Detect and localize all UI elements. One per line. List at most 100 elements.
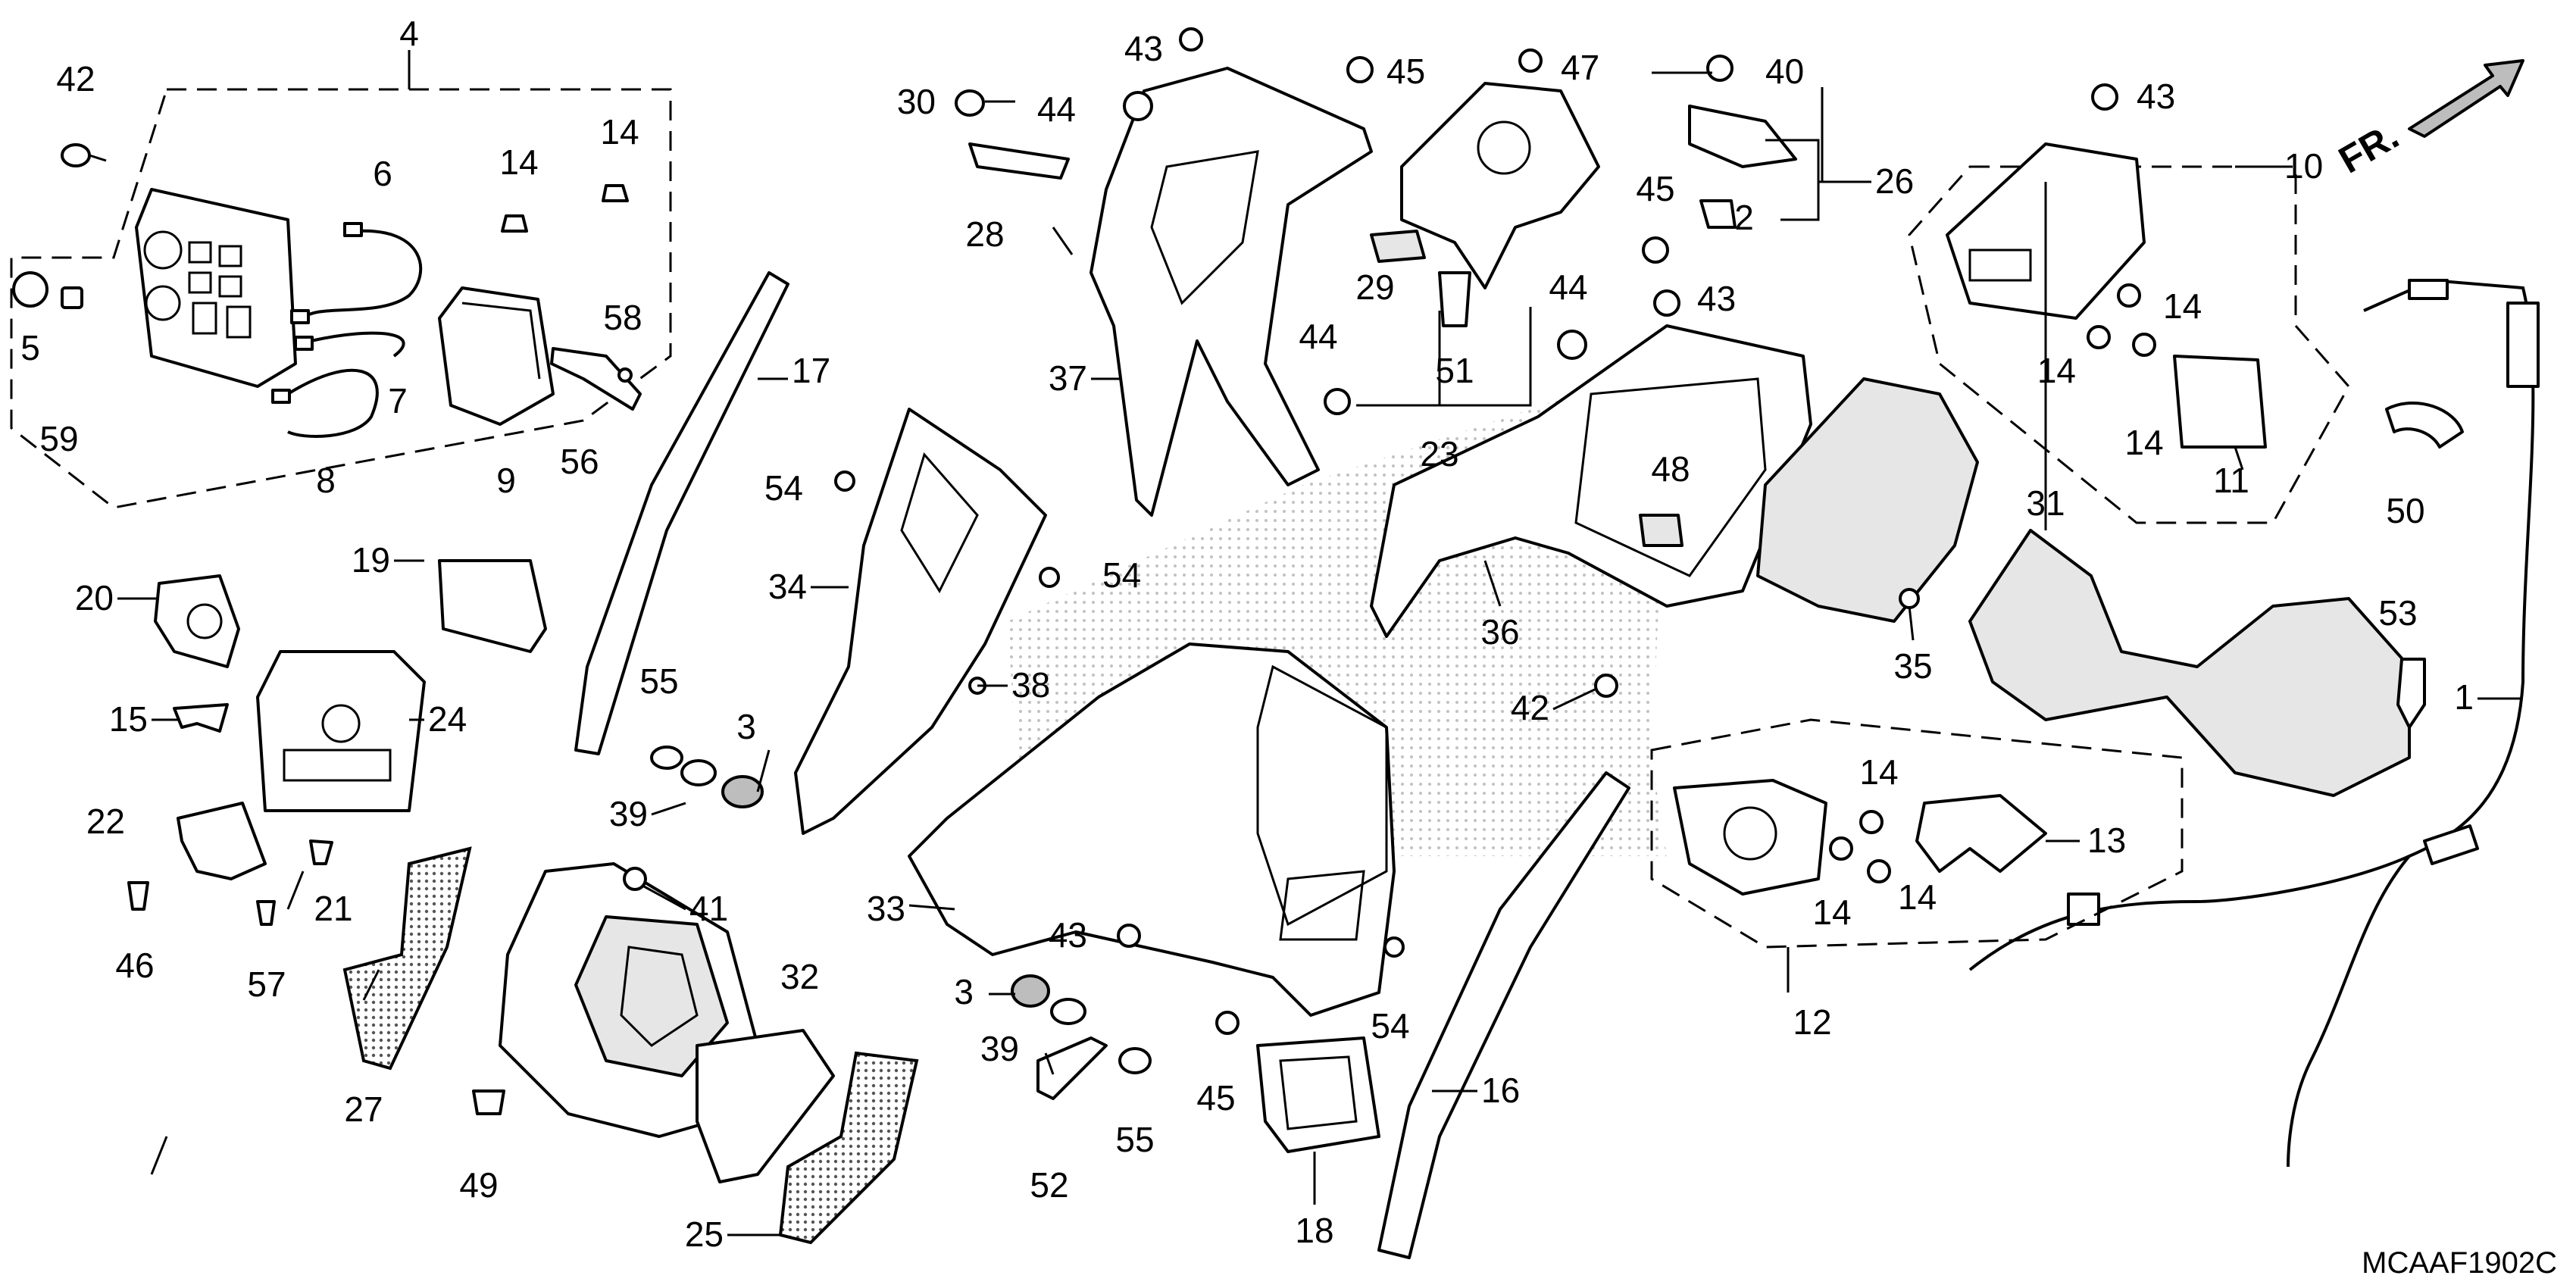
callout-43-b: 43 — [2137, 77, 2175, 116]
kit-12 — [1650, 718, 2184, 949]
callout-44-a: 44 — [1037, 89, 1076, 129]
wire-harness-parts — [271, 222, 423, 438]
callout-20: 20 — [75, 578, 114, 617]
switch-panel-part — [135, 188, 297, 388]
callout-12: 12 — [1793, 1002, 1831, 1042]
clip-14-pair — [501, 184, 629, 233]
callout-6: 6 — [373, 154, 392, 193]
fastener-53 — [2396, 658, 2426, 729]
callout-47: 47 — [1561, 48, 1599, 87]
callout-14-c: 14 — [2163, 286, 2202, 326]
callout-13: 13 — [2087, 821, 2126, 860]
bolt-44-top — [1123, 91, 1153, 121]
callout-10: 10 — [2284, 146, 2323, 186]
callout-14-g: 14 — [1812, 893, 1851, 932]
callout-32: 32 — [780, 957, 819, 996]
callout-49: 49 — [459, 1165, 498, 1205]
callout-45-c: 45 — [1196, 1078, 1235, 1118]
panel-37 — [1089, 67, 1373, 517]
callout-22: 22 — [86, 802, 125, 841]
vent-19 — [438, 559, 547, 653]
callout-45-b: 45 — [1636, 169, 1674, 208]
switch-unit-9 — [438, 286, 555, 426]
bolt-54-b — [1039, 567, 1060, 588]
callout-3-b: 3 — [954, 972, 974, 1011]
callout-40: 40 — [1765, 52, 1804, 91]
callout-11: 11 — [2213, 461, 2249, 500]
callout-23: 23 — [1420, 434, 1458, 474]
center-panel-33 — [908, 642, 1396, 1017]
callout-27: 27 — [344, 1089, 383, 1129]
screw-57 — [256, 900, 276, 926]
fastener-49 — [472, 1089, 505, 1115]
callout-45-a: 45 — [1386, 52, 1425, 91]
callout-14-h: 14 — [1898, 877, 1937, 917]
callout-41: 41 — [689, 889, 728, 928]
callout-3-a: 3 — [736, 707, 756, 746]
bolt-42-left — [61, 143, 107, 167]
callout-59: 59 — [39, 419, 78, 458]
callout-43-c: 43 — [1697, 279, 1736, 318]
callout-53: 53 — [2378, 593, 2417, 633]
bolt-47 — [1518, 48, 1543, 73]
callout-38: 38 — [1011, 665, 1050, 705]
callout-labels: 1 2 3 3 4 5 59 6 7 8 9 10 11 12 13 14 14… — [20, 14, 2474, 1254]
leader-lines — [117, 71, 2523, 1236]
grommets-left — [650, 746, 764, 808]
cover-23-assembly — [1370, 82, 1600, 327]
callout-16: 16 — [1481, 1071, 1520, 1110]
callout-2: 2 — [1734, 198, 1754, 237]
callout-48: 48 — [1651, 449, 1690, 489]
callout-42-a: 42 — [56, 59, 95, 98]
callout-44-c: 44 — [1299, 317, 1337, 356]
bolt-54-a — [834, 470, 855, 492]
callout-54-b: 54 — [1102, 555, 1141, 595]
callout-15: 15 — [109, 699, 148, 739]
front-marker-label: FR. — [2332, 114, 2406, 182]
callout-29: 29 — [1355, 267, 1394, 307]
mat-27 — [342, 846, 472, 1071]
panel-37-window — [1150, 150, 1259, 305]
callout-1: 1 — [2454, 677, 2474, 717]
cover-24 — [256, 650, 426, 812]
diagram-code: MCAAF1902C — [2362, 1246, 2557, 1280]
nut-30 — [955, 89, 985, 117]
bolt-44-center — [1324, 388, 1351, 415]
small-parts-5-59 — [12, 271, 83, 309]
grommets-lower — [1011, 974, 1152, 1100]
bolt-44-mid — [1557, 330, 1587, 360]
callout-36: 36 — [1480, 612, 1519, 652]
callout-43-a: 43 — [1124, 29, 1163, 68]
bolt-43-top — [1179, 27, 1203, 52]
bracket-56 — [550, 347, 642, 411]
screw-46 — [127, 881, 149, 911]
vent-18 — [1256, 1036, 1380, 1153]
callout-24: 24 — [428, 699, 467, 739]
callout-58: 58 — [603, 298, 642, 337]
callout-26: 26 — [1875, 161, 1914, 201]
bolt-54-c — [1383, 936, 1405, 958]
clip-15 — [173, 703, 229, 733]
callout-39-b: 39 — [980, 1029, 1019, 1068]
tray-36 — [1370, 324, 1812, 638]
trim-strip-17 — [574, 271, 789, 755]
callout-44-b: 44 — [1549, 267, 1587, 307]
bolt-42-right — [1594, 674, 1618, 698]
callout-56: 56 — [560, 442, 599, 481]
callout-52: 52 — [1030, 1165, 1068, 1205]
callout-21: 21 — [314, 889, 352, 928]
callout-42-b: 42 — [1511, 688, 1549, 727]
kit-4-switch-assembly — [10, 50, 672, 509]
callout-33: 33 — [867, 889, 905, 928]
callout-43-d: 43 — [1049, 915, 1087, 955]
cover-35 — [1756, 377, 1979, 623]
panel-34 — [794, 408, 1047, 835]
bolt-45-mid — [1642, 236, 1669, 264]
callout-14-e: 14 — [2124, 423, 2163, 462]
callout-25: 25 — [685, 1215, 724, 1254]
trim-strip-16 — [1377, 771, 1630, 1259]
callout-19: 19 — [352, 540, 390, 580]
callout-57: 57 — [247, 964, 286, 1004]
callout-54-a: 54 — [764, 468, 803, 508]
